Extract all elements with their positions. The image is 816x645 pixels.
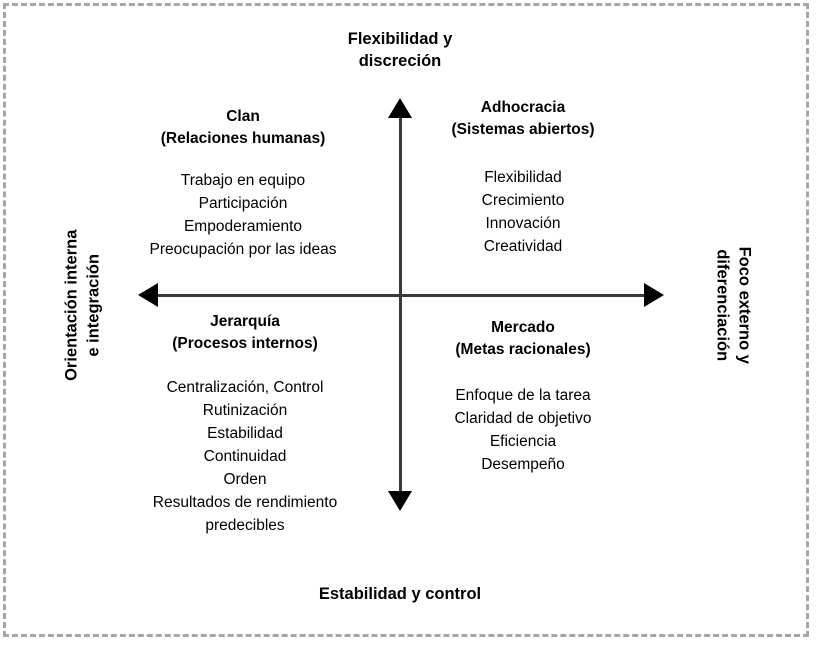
list-item: Estabilidad — [207, 424, 283, 442]
list-item: Trabajo en equipo — [180, 172, 306, 189]
axis-label-right: Foco externo y diferenciación — [713, 246, 754, 364]
arrow-up-icon — [388, 98, 412, 118]
vertical-axis-line — [399, 113, 402, 493]
list-item: Participación — [198, 194, 288, 212]
list-item: Crecimiento — [481, 191, 565, 209]
quadrant-clan-title: Clan (Relaciones humanas) — [160, 108, 326, 147]
quadrant-mercado-items: Enfoque de la tarea Claridad de objetivo… — [420, 385, 626, 477]
list-item: Desempeño — [481, 455, 565, 473]
quadrant-adhocracia-title: Adhocracia (Sistemas abiertos) — [451, 99, 595, 138]
quadrant-adhocracia: Adhocracia (Sistemas abiertos) Flexibili… — [424, 97, 622, 259]
axis-label-top: Flexibilidad y discreción — [347, 30, 453, 71]
quadrant-jerarquia: Jerarquía (Procesos internos) Centraliza… — [126, 311, 364, 538]
quadrant-jerarquia-title: Jerarquía (Procesos internos) — [172, 313, 318, 352]
list-item: Creatividad — [483, 237, 563, 255]
quadrant-jerarquia-items: Centralización, Control Rutinización Est… — [126, 377, 364, 538]
list-item: Enfoque de la tarea — [455, 387, 591, 404]
list-item: Empoderamiento — [183, 217, 303, 235]
list-item: Orden — [223, 470, 267, 488]
list-item: Resultados de rendimiento predecibles — [152, 493, 338, 534]
list-item: Rutinización — [202, 401, 288, 419]
quadrant-mercado: Mercado (Metas racionales) Enfoque de la… — [420, 317, 626, 477]
list-item: Claridad de objetivo — [454, 409, 592, 427]
list-item: Continuidad — [203, 447, 287, 465]
list-item: Centralización, Control — [166, 379, 324, 396]
horizontal-axis-line — [152, 294, 648, 297]
arrow-right-icon — [644, 283, 664, 307]
list-item: Preocupación por las ideas — [149, 240, 337, 258]
quadrant-clan-items: Trabajo en equipo Participación Empodera… — [128, 170, 358, 262]
quadrant-adhocracia-items: Flexibilidad Crecimiento Innovación Crea… — [424, 167, 622, 259]
axis-label-left: Orientación interna e integración — [62, 229, 103, 381]
arrow-down-icon — [388, 491, 412, 511]
list-item: Innovación — [485, 214, 561, 232]
axis-label-bottom: Estabilidad y control — [318, 585, 482, 603]
quadrant-mercado-title: Mercado (Metas racionales) — [455, 319, 591, 358]
quadrant-clan: Clan (Relaciones humanas) Trabajo en equ… — [128, 106, 358, 262]
list-item: Flexibilidad — [484, 169, 562, 186]
arrow-left-icon — [138, 283, 158, 307]
list-item: Eficiencia — [489, 432, 557, 450]
